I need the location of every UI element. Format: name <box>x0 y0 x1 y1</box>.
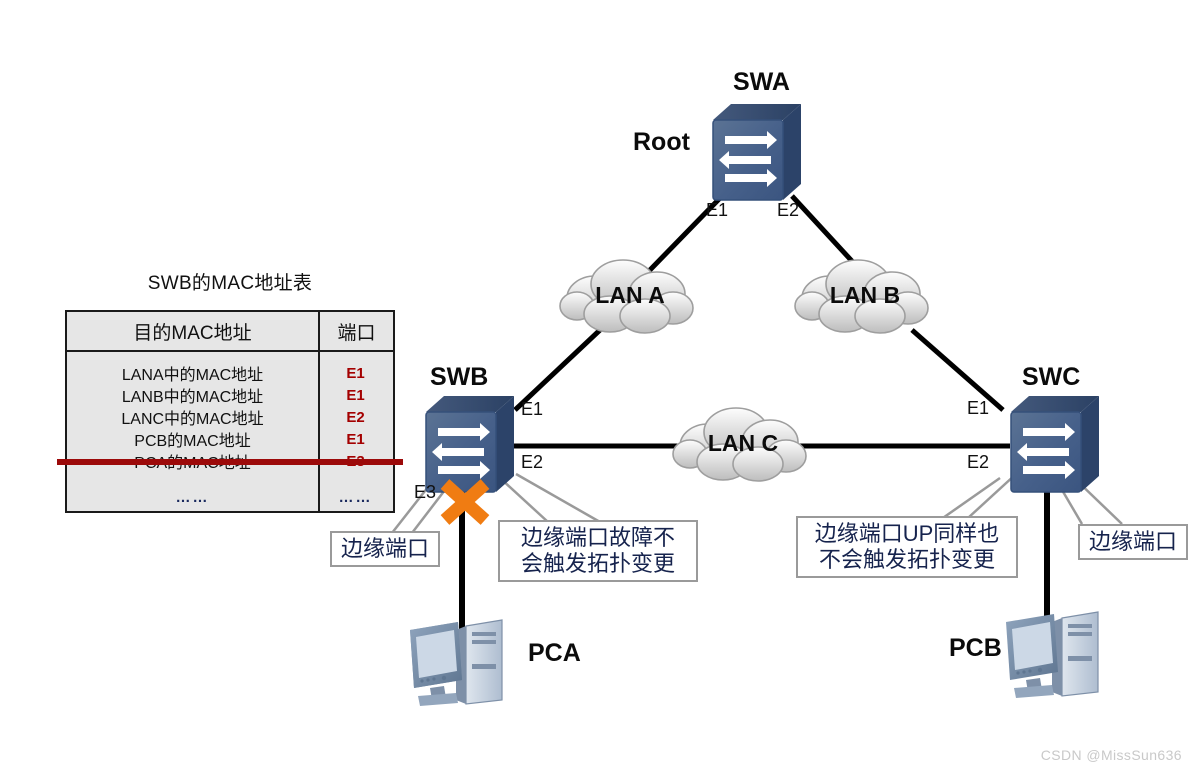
mac-cell-address: LANC中的MAC地址 <box>121 411 264 428</box>
mac-cell-port: E2 <box>346 408 365 426</box>
callout-text-line1: 边缘端口UP同样也 <box>814 521 1000 547</box>
computer-pca <box>404 608 524 713</box>
mac-cell-port: …… <box>338 488 373 506</box>
cloud-label-lan-a: LAN A <box>595 282 665 308</box>
leader-fault-note-a <box>499 477 549 523</box>
callout-text-line2: 会触发拓扑变更 <box>520 551 675 576</box>
port-label-swb-e2: E2 <box>521 452 544 472</box>
mac-cell-port: E1 <box>346 386 365 404</box>
cloud-lan-a: LAN A <box>555 250 705 345</box>
leader-edge-port-left-a <box>391 481 433 534</box>
port-label-swa-e1: E1 <box>706 200 729 220</box>
node-label-root: Root <box>633 128 690 156</box>
leader-up-note-a <box>939 476 1001 522</box>
callout-text: 边缘端口 <box>340 536 429 562</box>
mac-cell-port: E1 <box>346 430 365 448</box>
table-row-ellipsis: …… …… <box>67 486 393 508</box>
node-label-swb: SWB <box>430 363 489 391</box>
callout-text: 边缘端口 <box>1088 529 1177 555</box>
mac-table-title: SWB的MAC地址表 <box>147 273 313 294</box>
table-row: LANC中的MAC地址 E2 <box>67 406 393 429</box>
watermark: CSDN @MissSun636 <box>1040 747 1182 763</box>
callout-edge-port-right: 边缘端口 <box>1078 524 1188 560</box>
leader-up-note-b <box>967 473 1017 519</box>
mac-cell-port: E1 <box>346 364 365 382</box>
mac-cell-address: PCB的MAC地址 <box>134 433 251 450</box>
table-row: PCB的MAC地址 E1 <box>67 428 393 451</box>
mac-address-table: 目的MAC地址 端口 LANA中的MAC地址 E1 LANB中的MAC地址 E1… <box>57 310 403 513</box>
mac-table-rows: LANA中的MAC地址 E1 LANB中的MAC地址 E1 LANC中的MAC地… <box>57 352 403 508</box>
leader-edge-port-left-b <box>411 485 449 534</box>
mac-table-body: LANA中的MAC地址 E1 LANB中的MAC地址 E1 LANC中的MAC地… <box>57 352 403 511</box>
callout-edge-port-left: 边缘端口 <box>330 531 440 567</box>
node-label-pca: PCA <box>528 639 581 667</box>
mac-table-column-divider <box>318 352 320 511</box>
node-label-swa: SWA <box>733 68 790 96</box>
link-lanb-swc-e1 <box>910 328 1005 412</box>
strikethrough-line <box>57 459 403 465</box>
switch-swc <box>1003 390 1103 505</box>
callout-text-line1: 边缘端口故障不 <box>520 525 675 551</box>
link-swa-e1-lana <box>646 194 724 274</box>
mac-cell-address: LANB中的MAC地址 <box>121 389 264 406</box>
cloud-lan-b: LAN B <box>790 250 940 345</box>
cloud-lan-c: LAN C <box>668 398 818 493</box>
callout-fault-note: 边缘端口故障不 会触发拓扑变更 <box>498 520 698 582</box>
port-label-swb-e3: E3 <box>414 482 437 502</box>
port-label-swc-e2: E2 <box>967 452 990 472</box>
callout-text-line2: 不会触发拓扑变更 <box>818 547 995 572</box>
cloud-label-lan-b: LAN B <box>829 282 901 308</box>
cloud-label-lan-c: LAN C <box>707 430 779 456</box>
node-label-pcb: PCB <box>949 634 1002 662</box>
link-lana-swb-e1 <box>513 328 602 412</box>
port-label-swa-e2: E2 <box>777 200 800 220</box>
table-row: LANA中的MAC地址 E1 <box>67 362 393 385</box>
fault-x-icon <box>437 477 493 532</box>
computer-pcb <box>1000 600 1120 705</box>
table-row-struck: PCA的MAC地址 E3 <box>57 450 403 472</box>
mac-cell-address: …… <box>175 488 210 506</box>
link-swa-e2-lanb <box>790 194 864 274</box>
callout-up-note: 边缘端口UP同样也 不会触发拓扑变更 <box>796 516 1018 578</box>
switch-swa <box>705 98 805 213</box>
node-label-swc: SWC <box>1022 363 1081 391</box>
switch-swb <box>418 390 518 505</box>
port-label-swc-e1: E1 <box>967 398 990 418</box>
table-row: LANB中的MAC地址 E1 <box>67 384 393 407</box>
mac-cell-address: LANA中的MAC地址 <box>121 367 264 384</box>
leader-fault-note-b <box>515 472 601 524</box>
mac-table-col-port: 端口 <box>337 322 376 344</box>
mac-table-header-row: 目的MAC地址 端口 <box>67 312 393 352</box>
mac-table-col-destination: 目的MAC地址 <box>67 312 320 350</box>
port-label-swb-e1: E1 <box>521 399 544 419</box>
